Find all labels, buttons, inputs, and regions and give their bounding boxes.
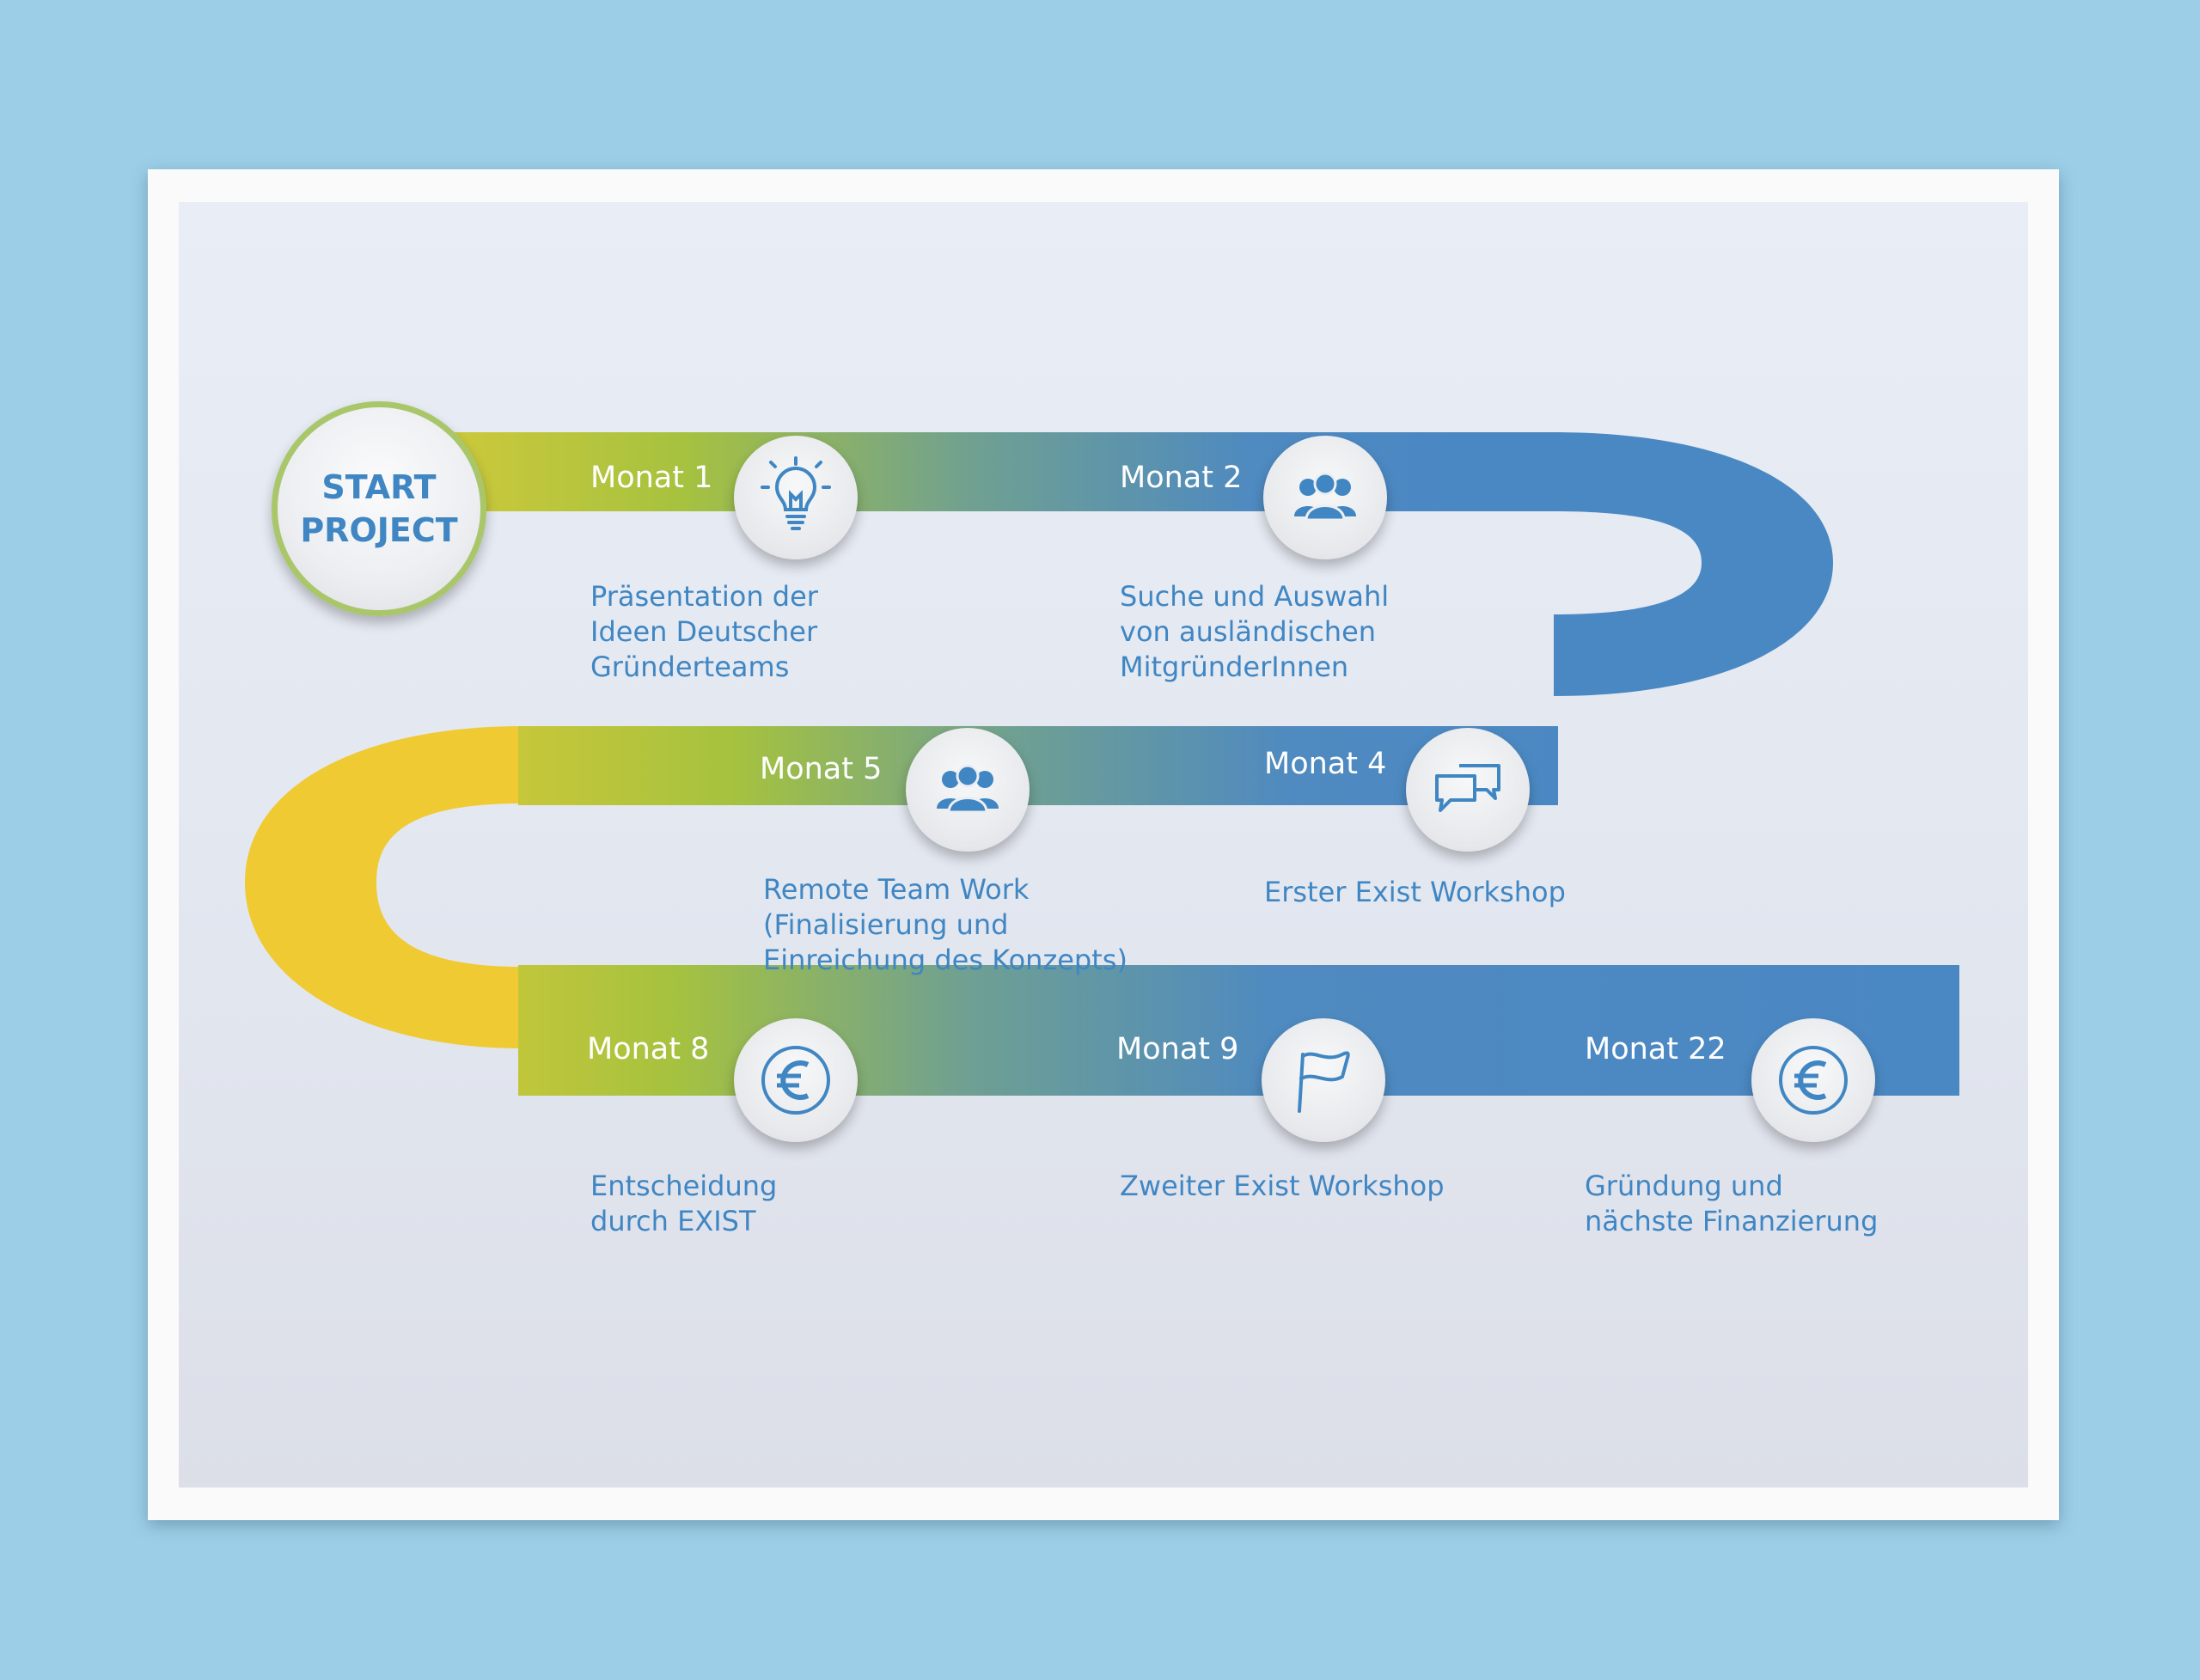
milestone-desc-5: Remote Team Work (Finalisierung und Einr… xyxy=(763,873,1128,976)
milestone-desc-9: Zweiter Exist Workshop xyxy=(1120,1170,1445,1202)
start-project-badge: START PROJECT xyxy=(272,401,486,616)
milestone-month-9: Monat 9 xyxy=(1116,1032,1239,1066)
start-label-line2: PROJECT xyxy=(300,511,458,549)
milestone-month-5: Monat 5 xyxy=(760,752,883,786)
people-group-icon xyxy=(1263,436,1387,559)
milestone-desc-4: Erster Exist Workshop xyxy=(1264,876,1566,908)
milestone-month-8: Monat 8 xyxy=(587,1032,710,1066)
people-group-icon xyxy=(906,728,1030,852)
milestone-desc-2: Suche und Auswahl von ausländischen Mitg… xyxy=(1120,580,1390,683)
chat-bubbles-icon xyxy=(1406,728,1530,852)
euro-icon xyxy=(1751,1018,1875,1142)
roadmap-poster: START PROJECT Monat 1 Präsentation der I… xyxy=(179,202,2028,1488)
milestone-month-22: Monat 22 xyxy=(1585,1032,1726,1066)
milestone-desc-1: Präsentation der Ideen Deutscher Gründer… xyxy=(590,580,818,683)
lightbulb-icon xyxy=(734,436,858,559)
milestone-desc-22: Gründung und nächste Finanzierung xyxy=(1585,1170,1879,1237)
euro-icon xyxy=(734,1018,858,1142)
milestone-month-2: Monat 2 xyxy=(1120,461,1243,495)
roadmap-path xyxy=(245,432,1959,1096)
milestone-desc-8: Entscheidung durch EXIST xyxy=(590,1170,778,1237)
poster-frame: START PROJECT Monat 1 Präsentation der I… xyxy=(148,169,2059,1520)
flag-icon xyxy=(1262,1018,1385,1142)
milestone-month-1: Monat 1 xyxy=(590,461,713,495)
milestone-month-4: Monat 4 xyxy=(1264,747,1387,781)
start-label-line1: START xyxy=(321,468,437,506)
